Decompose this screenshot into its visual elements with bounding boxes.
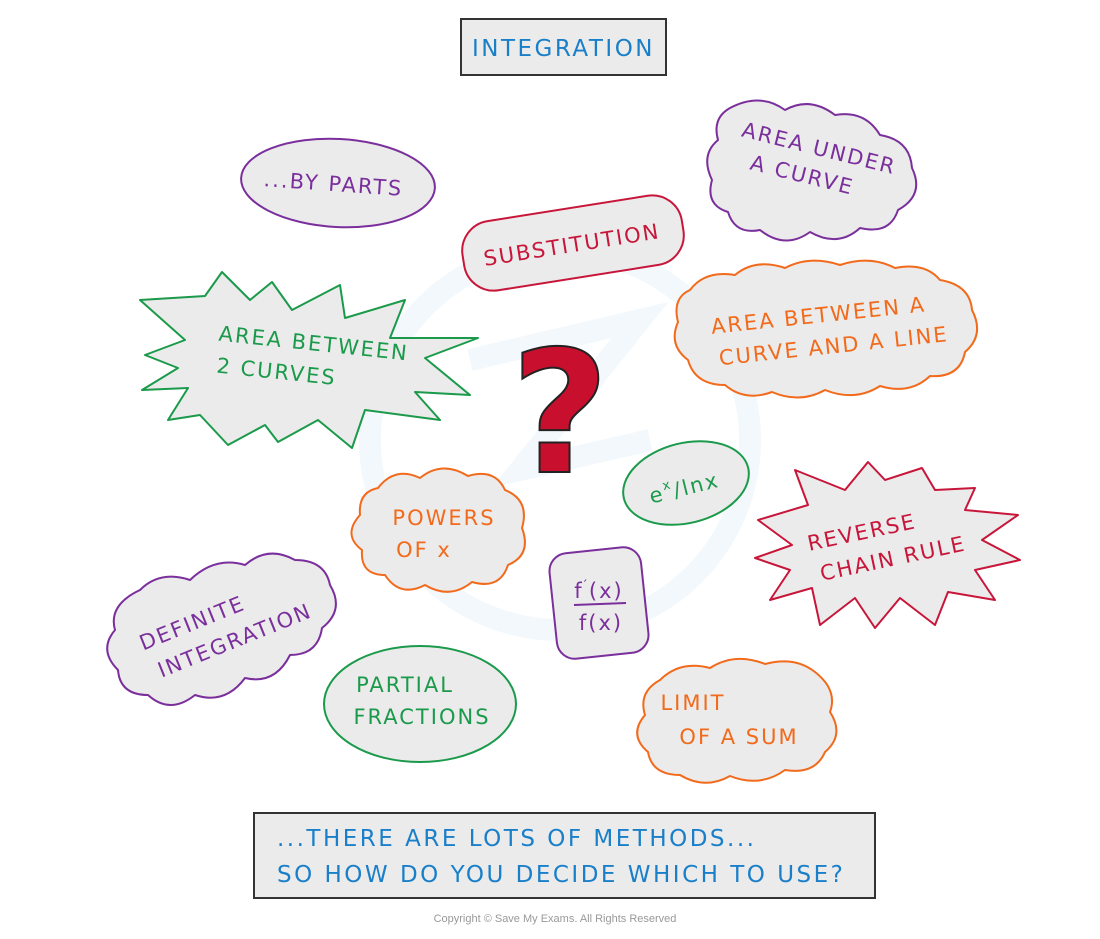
powers-of-x-line2: OF x	[396, 538, 452, 562]
fraction-bar	[573, 602, 627, 606]
partial-fractions-bubble: PARTIAL FRACTIONS	[323, 645, 517, 763]
exp-ln-bubble: ex/lnx	[622, 440, 750, 526]
question-mark: ?	[511, 315, 610, 513]
limit-of-sum-line1: LIMIT	[660, 691, 725, 715]
partial-fractions-line1: PARTIAL	[356, 673, 454, 697]
area-curve-line-cloud: AREA BETWEEN A CURVE AND A LINE	[673, 259, 979, 399]
title-box: INTEGRATION	[460, 18, 667, 76]
numerator-prime: ′	[584, 578, 589, 594]
numerator-f: f	[574, 579, 583, 603]
numerator-arg: (x)	[589, 579, 624, 603]
by-parts-bubble: ...BY PARTS	[240, 137, 436, 229]
definite-integration-cloud: DEFINITE INTEGRATION	[106, 552, 337, 706]
exp-base: e	[647, 482, 667, 509]
footer-line1: ...THERE ARE LOTS OF METHODS...	[277, 826, 756, 852]
powers-of-x-cloud: POWERS OF x	[350, 467, 526, 593]
f-prime-over-f-bubble: f′(x) f(x)	[548, 546, 650, 660]
footer-line2: SO HOW DO YOU DECIDE WHICH TO USE?	[277, 862, 845, 888]
exp-sup: x	[661, 477, 674, 494]
partial-fractions-line2: FRACTIONS	[353, 705, 490, 729]
limit-of-sum-cloud: LIMIT OF A SUM	[636, 657, 838, 784]
substitution-bubble: SUBSTITUTION	[461, 194, 685, 292]
reverse-chain-rule-burst: REVERSE CHAIN RULE	[754, 461, 1021, 629]
footer-box: ...THERE ARE LOTS OF METHODS... SO HOW D…	[253, 812, 876, 899]
area-between-curves-burst: AREA BETWEEN 2 CURVES	[139, 271, 479, 449]
f-prime-numerator: f′(x)	[574, 578, 623, 603]
title-text: INTEGRATION	[472, 36, 655, 62]
limit-of-sum-line2: OF A SUM	[679, 725, 798, 749]
powers-of-x-line1: POWERS	[392, 506, 495, 530]
copyright-text: Copyright © Save My Exams. All Rights Re…	[434, 913, 677, 925]
area-under-curve-cloud: AREA UNDER A CURVE	[706, 99, 918, 242]
f-denominator: f(x)	[579, 611, 623, 635]
